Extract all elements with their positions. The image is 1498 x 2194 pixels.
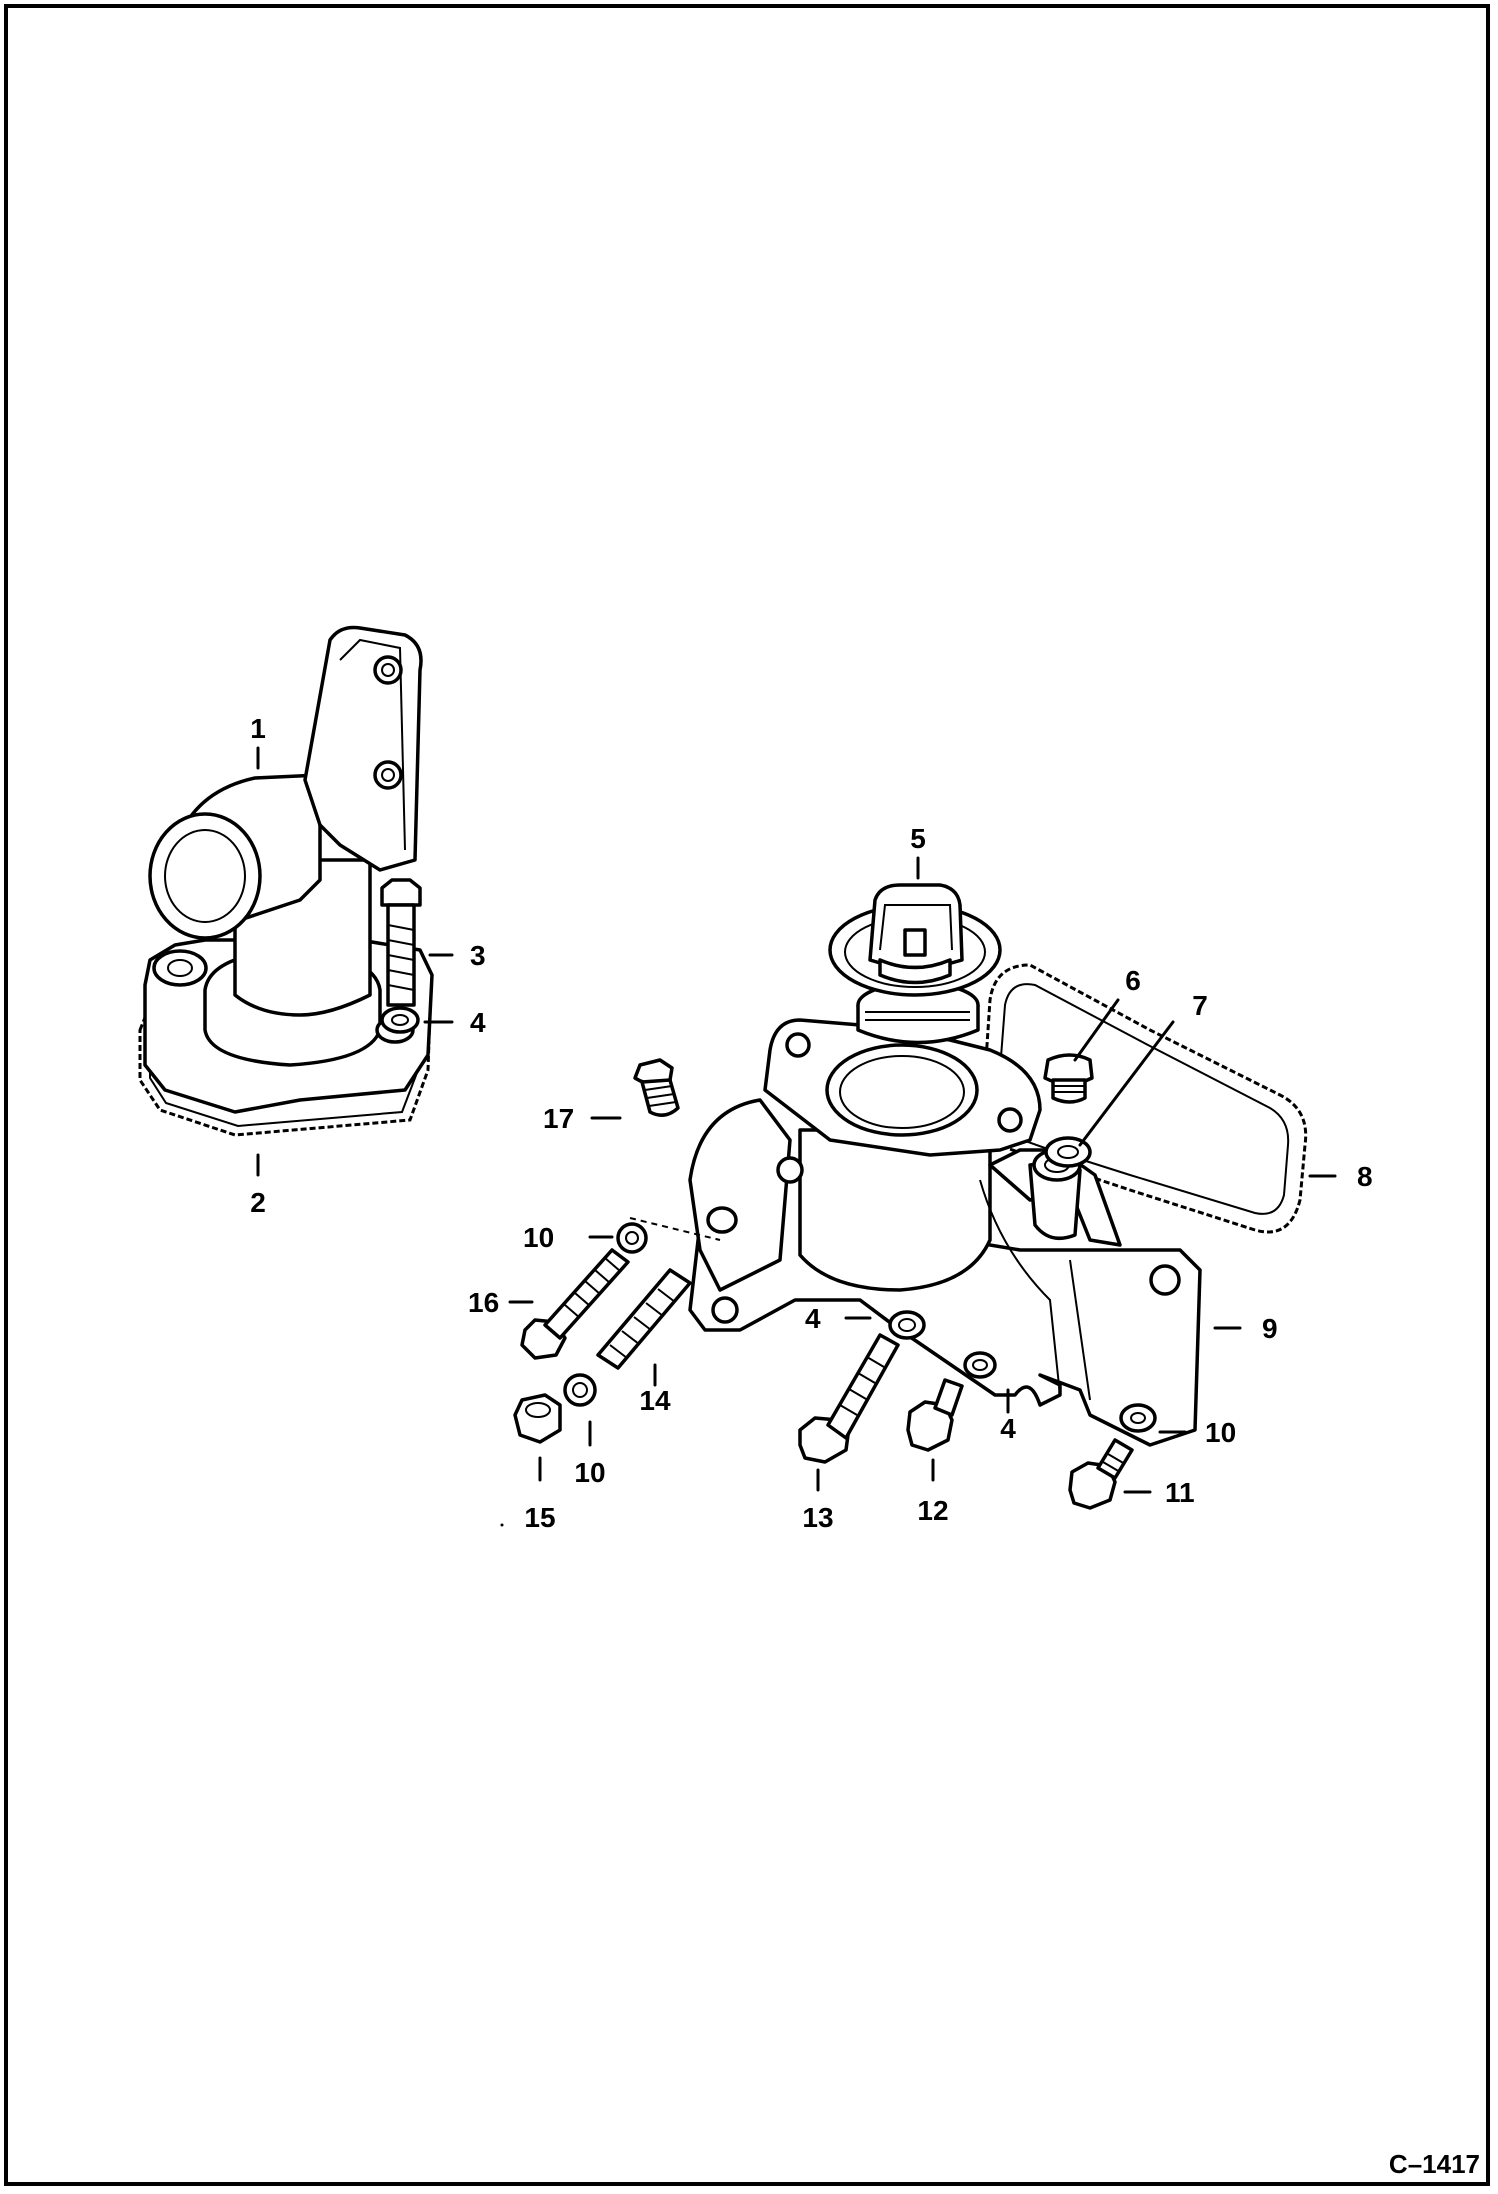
callout-17: 17: [543, 1103, 574, 1134]
callout-15: 15: [524, 1502, 555, 1533]
washer-4-center: [888, 1310, 926, 1340]
callout-8: 8: [1357, 1161, 1373, 1192]
callout-9: 9: [1262, 1313, 1278, 1344]
callout-6: 6: [1125, 965, 1141, 996]
washer-10-lower-left: [563, 1373, 597, 1407]
callout-16: 16: [468, 1287, 499, 1318]
callout-11: 11: [1165, 1477, 1195, 1508]
plug-17: [633, 1058, 680, 1117]
nut-15: [513, 1393, 562, 1444]
callout-3: 3: [470, 940, 486, 971]
bolt-16: [520, 1248, 630, 1360]
callout-7: 7: [1192, 990, 1208, 1021]
callout-5: 5: [910, 823, 926, 854]
callout-1: 1: [250, 713, 266, 744]
callout-14: 14: [639, 1385, 671, 1416]
callout-10: 10: [523, 1222, 554, 1253]
figure-reference: C–1417: [1388, 2149, 1480, 2179]
callout-2: 2: [250, 1187, 266, 1218]
callouts: 1 2 3 4 5 6 7 8 9 10 16 14 17 4 4 10 15 …: [250, 713, 1372, 1533]
water-outlet-elbow: [143, 625, 434, 1114]
thermostat-housing: [688, 1018, 1202, 1447]
leader-lines: [256, 746, 1337, 1494]
callout-10: 10: [1205, 1417, 1236, 1448]
plug-6: [1043, 1053, 1094, 1104]
bolt-13: [798, 1333, 900, 1464]
bolt-3: [380, 878, 422, 1007]
washer-10-upper: [616, 1222, 648, 1254]
thermostat: [828, 883, 1002, 1045]
washer-4-right: [963, 1351, 997, 1379]
stud-14: [596, 1268, 692, 1370]
callout-4: 4: [470, 1007, 486, 1038]
bolt-11: [1068, 1438, 1134, 1510]
callout-4: 4: [1000, 1413, 1016, 1444]
callout-13: 13: [802, 1502, 833, 1533]
callout-10: 10: [574, 1457, 605, 1488]
washer-4-left: [380, 1006, 420, 1034]
callout-4: 4: [805, 1303, 821, 1334]
callout-12: 12: [917, 1495, 948, 1526]
bolt-12: [906, 1378, 964, 1452]
washer-10-right: [1119, 1403, 1157, 1433]
